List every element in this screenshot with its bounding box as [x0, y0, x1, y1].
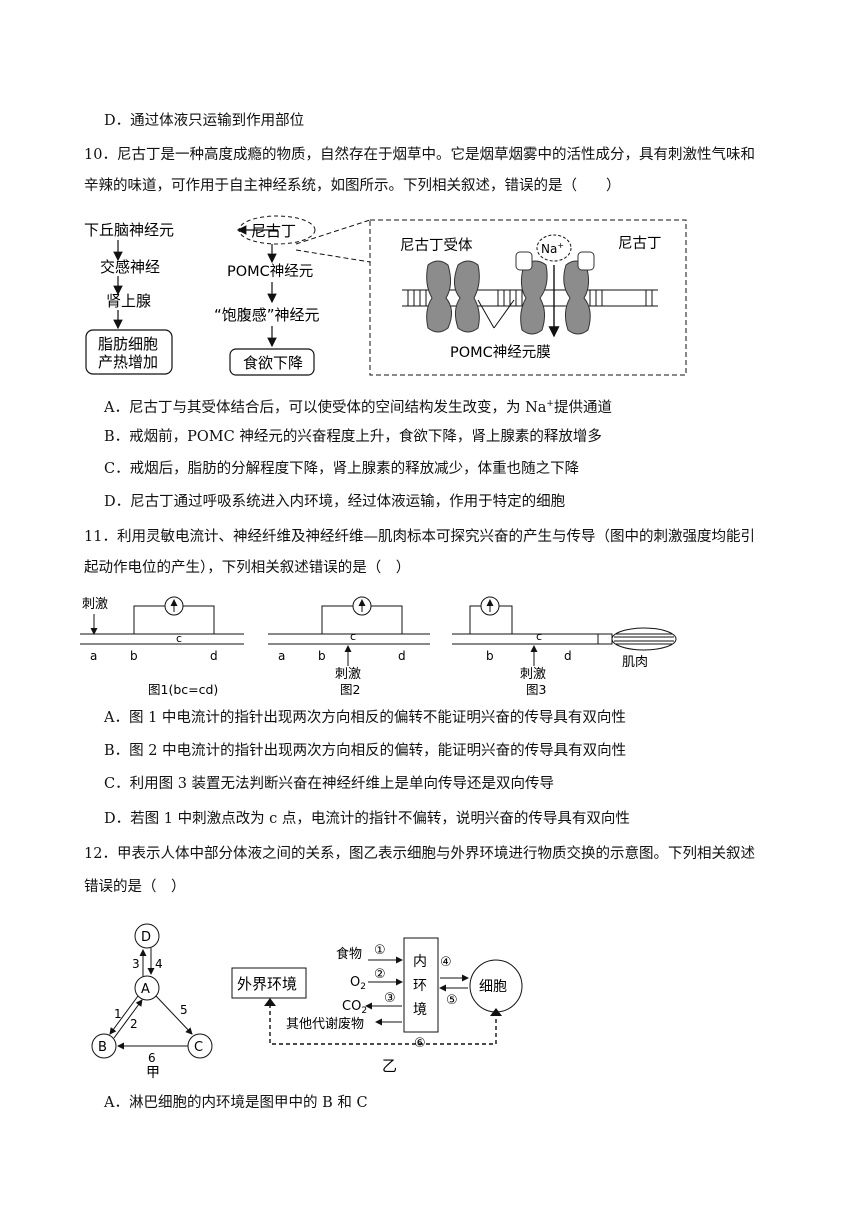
sympathetic-label: 交感神经: [100, 258, 160, 276]
svg-text:图1(bc=cd): 图1(bc=cd): [148, 682, 218, 697]
q10-option-d: D．尼古丁通过呼吸系统进入内环境，经过体液运输，作用于特定的细胞: [104, 494, 566, 510]
nicotine-inset-label: 尼古丁: [618, 235, 662, 252]
svg-text:环: 环: [413, 978, 427, 994]
q11-stem-line2: 起动作电位的产生），下列相关叙述错误的是（ ）: [84, 560, 411, 576]
svg-text:④: ④: [440, 955, 452, 970]
q11-option-b: B．图 2 中电流计的指针出现两次方向相反的偏转，能证明兴奋的传导具有双向性: [104, 743, 627, 759]
svg-text:乙: 乙: [382, 1057, 397, 1075]
svg-text:刺激: 刺激: [82, 597, 108, 612]
svg-text:图3: 图3: [526, 682, 546, 697]
svg-text:②: ②: [374, 967, 386, 982]
svg-text:a: a: [90, 649, 97, 663]
diagram-jia: D A B C 3 4 1 2 5 6 甲: [91, 923, 213, 1080]
adrenal-label: 肾上腺: [106, 292, 151, 310]
q11-nerve-figure: 刺激 a b c d 图1(bc=cd) a b c d 刺激 图2: [80, 596, 677, 697]
svg-text:d: d: [398, 649, 406, 663]
fat-line1: 脂肪细胞: [98, 335, 158, 353]
svg-text:刺激: 刺激: [335, 667, 361, 682]
svg-text:1: 1: [114, 1007, 122, 1021]
appetite-box: [229, 348, 315, 376]
svg-text:a: a: [278, 649, 285, 663]
receptor-label: 尼古丁受体: [400, 237, 473, 254]
q11-option-c: C．利用图 3 装置无法判断兴奋在神经纤维上是单向传导还是双向传导: [104, 776, 555, 792]
fat-cell-box: [85, 329, 173, 375]
svg-text:5: 5: [180, 1003, 188, 1017]
q10-nicotine-figure: 下丘脑神经元 尼古丁 交感神经 肾上腺 脂肪细胞 产热增加 POMC神经元 “饱…: [84, 215, 687, 376]
svg-text:D: D: [141, 930, 151, 945]
svg-text:O2: O2: [350, 975, 366, 992]
svg-text:b: b: [318, 649, 326, 663]
q12-body-fluid-figure: D A B C 3 4 1 2 5 6 甲 外界环境 内 环 境 细胞 食物 ①…: [91, 923, 523, 1080]
nicotine-ellipse: [238, 215, 316, 245]
svg-text:d: d: [564, 649, 572, 663]
svg-text:外界环境: 外界环境: [237, 975, 297, 993]
hypothalamus-label: 下丘脑神经元: [84, 221, 174, 239]
svg-text:其他代谢废物: 其他代谢废物: [286, 1016, 364, 1032]
svg-text:甲: 甲: [146, 1065, 160, 1080]
svg-text:内: 内: [413, 954, 427, 970]
nicotine-label: 尼古丁: [251, 222, 296, 240]
svg-text:d: d: [210, 649, 218, 663]
svg-text:b: b: [130, 649, 138, 663]
svg-text:c: c: [350, 630, 356, 643]
q10-stem-line2: 辛辣的味道，可作用于自主神经系统，如图所示。下列相关叙述，错误的是（ ）: [84, 178, 621, 194]
q10-option-c: C．戒烟后，脂肪的分解程度下降，肾上腺素的释放减少，体重也随之下降: [104, 461, 580, 477]
q10-stem-line1: 10．尼古丁是一种高度成瘾的物质，自然存在于烟草中。它是烟草烟雾中的活性成分，具…: [84, 147, 755, 163]
membrane-inset: [369, 219, 687, 376]
svg-text:食物: 食物: [336, 946, 362, 962]
svg-text:4: 4: [155, 957, 163, 971]
svg-text:6: 6: [148, 1051, 156, 1065]
q10-option-a: A．尼古丁与其受体结合后，可以使受体的空间结构发生改变，为 Na+提供通道: [104, 399, 612, 416]
svg-text:A: A: [141, 982, 150, 997]
svg-text:c: c: [176, 632, 182, 645]
figure-3: b c d 刺激 图3 肌肉: [452, 596, 677, 697]
pomc-label: POMC神经元: [227, 263, 313, 280]
q12-stem-line1: 12．甲表示人体中部分体液之间的关系，图乙表示细胞与外界环境进行物质交换的示意图…: [84, 846, 755, 862]
q12-stem-line2: 错误的是（ ）: [84, 879, 186, 895]
diagram-yi: 外界环境 内 环 境 细胞 食物 ① O2 ② CO2 ③ 其他代谢废物 ④ ⑤…: [231, 937, 523, 1075]
svg-text:肌肉: 肌肉: [622, 655, 648, 670]
svg-text:细胞: 细胞: [479, 979, 507, 995]
q9-option-d: D．通过体液只运输到作用部位: [104, 113, 305, 129]
figure-2: a b c d 刺激 图2: [268, 596, 430, 697]
fat-line2: 产热增加: [98, 353, 158, 371]
svg-text:C: C: [194, 1040, 203, 1055]
svg-text:①: ①: [374, 943, 386, 958]
svg-text:境: 境: [413, 1002, 427, 1018]
svg-text:CO2: CO2: [342, 999, 367, 1016]
q10-option-b: B．戒烟前，POMC 神经元的兴奋程度上升，食欲下降，肾上腺素的释放增多: [104, 429, 602, 445]
svg-text:⑤: ⑤: [446, 993, 458, 1008]
svg-text:2: 2: [130, 1017, 138, 1031]
svg-text:⑥: ⑥: [414, 1036, 426, 1051]
na-ion-label: Na+: [541, 241, 564, 256]
figure-1: 刺激 a b c d 图1(bc=cd): [80, 596, 244, 697]
appetite-label: 食欲下降: [243, 354, 303, 372]
svg-text:3: 3: [132, 957, 140, 971]
membrane-label: POMC神经元膜: [450, 344, 551, 361]
q12-option-a: A．淋巴细胞的内环境是图甲中的 B 和 C: [104, 1095, 368, 1111]
q11-option-d: D．若图 1 中刺激点改为 c 点，电流计的指针不偏转，说明兴奋的传导具有双向性: [104, 811, 630, 827]
q11-stem-line1: 11．利用灵敏电流计、神经纤维及神经纤维—肌肉标本可探究兴奋的产生与传导（图中的…: [84, 529, 755, 545]
svg-text:③: ③: [384, 991, 396, 1006]
svg-text:图2: 图2: [340, 682, 360, 697]
svg-text:B: B: [98, 1040, 107, 1055]
svg-text:刺激: 刺激: [520, 667, 546, 682]
svg-text:c: c: [536, 630, 542, 643]
svg-text:b: b: [486, 649, 494, 663]
satiety-label: “饱腹感”神经元: [214, 306, 320, 324]
q11-option-a: A．图 1 中电流计的指针出现两次方向相反的偏转不能证明兴奋的传导具有双向性: [104, 710, 626, 726]
